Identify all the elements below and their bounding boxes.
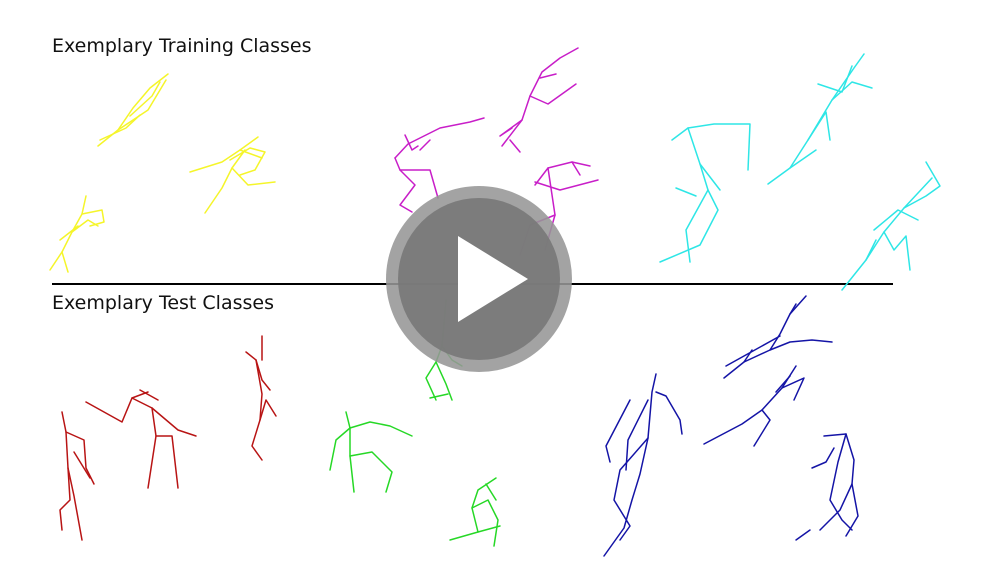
blue-skeleton-1 <box>603 373 683 557</box>
blue-skeleton-4 <box>795 433 859 541</box>
play-triangle-icon[interactable] <box>386 186 572 372</box>
cyan-skeleton-2 <box>767 53 873 185</box>
cyan-skeleton-1 <box>659 123 751 263</box>
yellow-skeleton-2 <box>189 136 276 214</box>
magenta-skeleton-1 <box>394 117 485 213</box>
training-classes-title: Exemplary Training Classes <box>52 35 312 57</box>
test-classes-title: Exemplary Test Classes <box>52 292 274 314</box>
blue-skeleton-3 <box>703 365 805 447</box>
red-skeleton-1 <box>59 411 95 541</box>
magenta-skeleton-2 <box>499 47 579 153</box>
red-skeleton-2 <box>85 389 197 489</box>
green-skeleton-3 <box>449 477 501 547</box>
yellow-skeleton-1 <box>97 73 169 147</box>
yellow-skeleton-3 <box>49 195 105 273</box>
play-button[interactable] <box>386 186 572 372</box>
cyan-skeleton-3 <box>841 161 941 291</box>
blue-skeleton-2 <box>723 295 833 379</box>
green-skeleton-1 <box>329 411 413 493</box>
red-skeleton-3 <box>245 335 277 461</box>
